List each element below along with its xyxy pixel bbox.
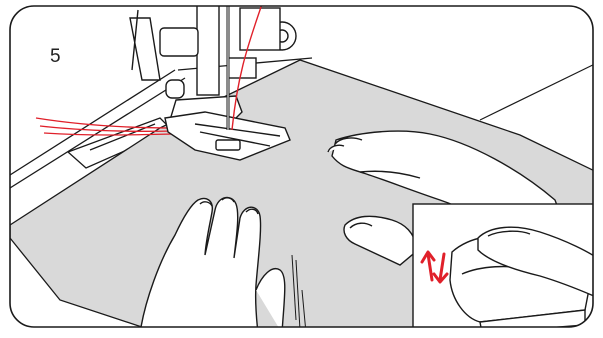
foot-controller-inset <box>413 204 603 333</box>
step-number: 5 <box>50 46 61 68</box>
